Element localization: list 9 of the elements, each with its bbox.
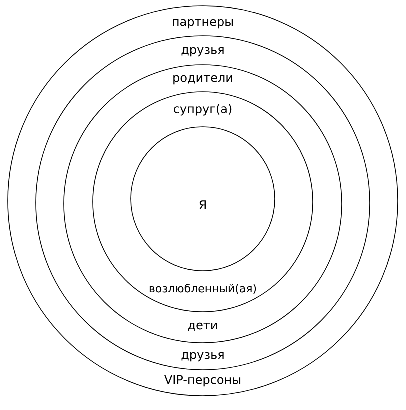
ring-label: Я <box>200 200 206 210</box>
ring-label: дети <box>188 322 218 332</box>
ring-label: возлюбленный(ая) <box>150 284 256 294</box>
ring-label: друзья <box>182 352 224 362</box>
ring-label: друзья <box>182 47 224 57</box>
ring-label: партнеры <box>173 19 233 29</box>
ring-label: VIP-персоны <box>164 375 241 387</box>
ring-label: родители <box>174 75 232 85</box>
ring-label: супруг(а) <box>174 104 232 116</box>
